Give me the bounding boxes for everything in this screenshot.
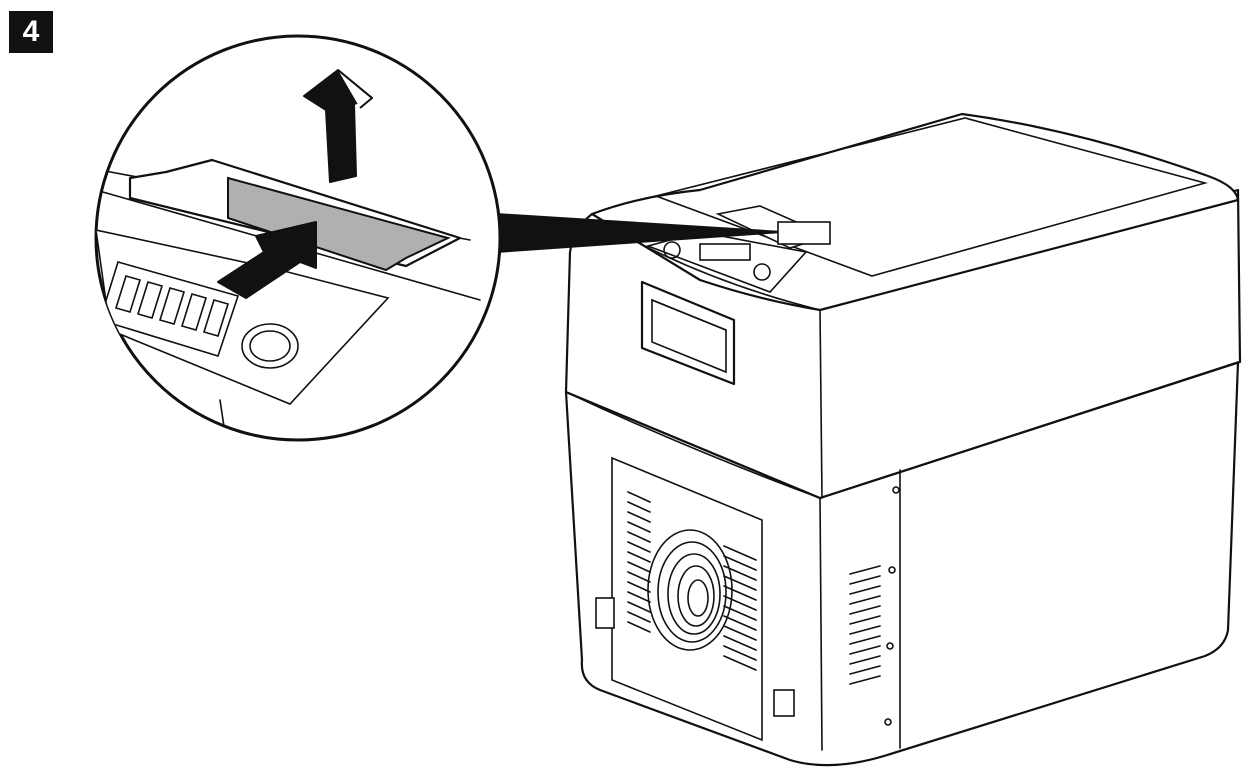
power-socket-right [773,689,795,717]
detail-keypad [98,261,299,369]
fan-grill [647,529,733,651]
arrow-push-icon [217,221,317,299]
front-vent-slots-right [723,545,757,671]
step-number-badge: 4 [9,11,53,53]
magnified-detail [94,34,502,442]
release-tab [227,176,451,272]
cooler-body [564,112,1242,767]
front-vent-slots-left [627,491,651,633]
power-socket-left [595,597,615,629]
highlight-target [777,221,831,245]
side-vent-slots [849,565,881,685]
